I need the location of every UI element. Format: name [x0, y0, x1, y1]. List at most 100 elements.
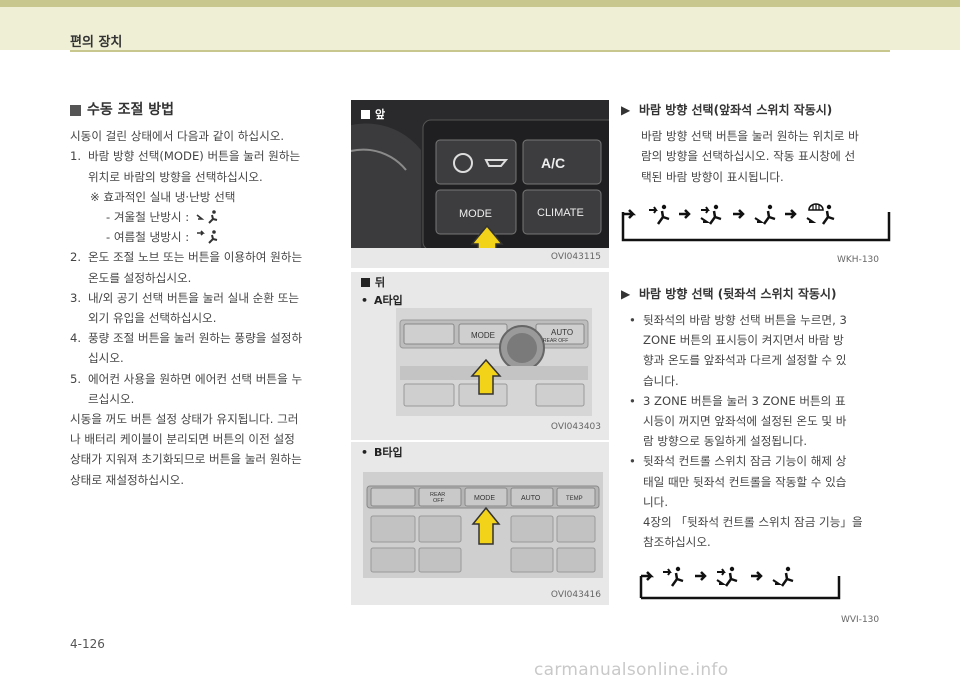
image-code: WVI-130 [841, 615, 880, 625]
image-code: WKH-130 [837, 255, 879, 265]
closing-line: 상태로 재설정하십시오. [70, 472, 185, 487]
step-number: 5. [70, 371, 82, 386]
rear-a-control-photo: MODE AUTO REAR OFF [396, 308, 592, 416]
step-line: 십시오. [88, 351, 124, 366]
rear-b-control-illustration: REAR OFF MODE AUTO TEMP [363, 472, 603, 578]
bullet-item: • 3 ZONE 버튼을 눌러 3 ZONE 버튼의 표 시등이 꺼지면 앞좌석… [621, 391, 891, 452]
rear-mode-title: ▶ 바람 방향 선택 (뒷좌석 스위치 작동시) [621, 284, 891, 304]
winter-tip: - 겨울철 난방시 : [70, 207, 342, 227]
front-control-photo: A/C MODE CLIMATE [351, 100, 609, 248]
closing-line: 상태가 지워져 초기화되므로 버튼을 눌러 원하는 [70, 452, 302, 467]
step-text: 내/외 공기 선택 버튼을 눌러 실내 순환 또는 외기 유입을 선택하십시오. [88, 288, 342, 328]
face-feet-vent-icon [716, 566, 738, 587]
rear-label: 뒤 [361, 274, 385, 290]
step-text: 온도 조절 노브 또는 버튼을 이용하여 원하는 온도를 설정하십시오. [88, 247, 342, 287]
front-mode-sequence-diagram [621, 203, 891, 242]
square-bullet-icon [361, 277, 370, 287]
step-line: 에어컨 사용을 원하면 에어컨 선택 버튼을 누 [88, 371, 303, 386]
bullet-line: 향과 온도를 앞좌석과 다르게 설정할 수 있 [643, 353, 847, 368]
step-line: 온도를 설정하십시오. [88, 270, 192, 285]
image-code: OVI043403 [550, 422, 601, 432]
front-mode-sequence [621, 200, 891, 245]
rear-mode-sequence [639, 564, 859, 604]
bullet-line: 4장의 「뒷좌석 컨트롤 스위치 잠금 기능」을 [643, 515, 863, 530]
type-b-label: • B타입 [361, 444, 403, 460]
rear-a-control-illustration: MODE AUTO REAR OFF [396, 308, 592, 416]
step-text: 바람 방향 선택(MODE) 버튼을 눌러 원하는 위치로 바람의 방향을 선택… [88, 146, 342, 186]
front-label-text: 앞 [375, 108, 386, 121]
header-rule [70, 50, 890, 52]
body-line: 택된 바람 방향이 표시됩니다. [641, 169, 784, 184]
step-line: 바람 방향 선택(MODE) 버튼을 눌러 원하는 [88, 149, 301, 164]
step-number: 2. [70, 250, 82, 265]
climate-button-label: CLIMATE [537, 207, 584, 219]
bullet-dot: • [629, 393, 636, 408]
body-line: 바람 방향 선택 버튼을 눌러 원하는 위치로 바 [641, 129, 859, 144]
summer-text: - 여름철 냉방시 : [106, 230, 190, 245]
seat-vent-face-icon [197, 230, 218, 245]
front-panel-figure: A/C MODE CLIMATE 앞 OVI043115 [351, 100, 609, 268]
face-vent-icon [649, 204, 670, 225]
bullet-line: 참조하십시오. [643, 535, 711, 550]
square-bullet-icon [361, 109, 370, 119]
rear-b-off-label: OFF [433, 498, 445, 504]
body-line: 람의 방향을 선택하십시오. 작동 표시창에 선 [641, 149, 856, 164]
step-number: 3. [70, 290, 82, 305]
bullet-line: 람 방향으로 동일하게 설정됩니다. [643, 434, 808, 449]
front-mode-title: ▶ 바람 방향 선택(앞좌석 스위치 작동시) [621, 100, 891, 120]
step-item: 1. 바람 방향 선택(MODE) 버튼을 눌러 원하는 위치로 바람의 방향을… [70, 146, 342, 186]
bullet-dot: • [361, 293, 369, 307]
header-accent [0, 0, 960, 7]
section-title: 편의 장치 [70, 35, 123, 50]
seat-vent-feet-icon [196, 210, 218, 224]
closing-line: 시동을 꺼도 버튼 설정 상태가 유지됩니다. 그러 [70, 412, 299, 427]
bullet-text: 뒷좌석의 바람 방향 선택 버튼을 누르면, 3 ZONE 버튼의 표시등이 켜… [643, 310, 891, 391]
step-line: 내/외 공기 선택 버튼을 눌러 실내 순환 또는 [88, 290, 300, 305]
page-number: 4-126 [70, 637, 105, 651]
step-line: 위치로 바람의 방향을 선택하십시오. [88, 169, 263, 184]
step-text: 에어컨 사용을 원하면 에어컨 선택 버튼을 누 르십시오. [88, 369, 342, 409]
summer-tip: - 여름철 냉방시 : [70, 227, 342, 247]
step-line: 르십시오. [88, 391, 135, 406]
feet-vent-icon [772, 566, 794, 587]
image-code: OVI043115 [550, 252, 601, 262]
bullet-dot: • [361, 445, 369, 459]
triangle-bullet-icon: ▶ [621, 287, 631, 301]
front-mode-title-text: 바람 방향 선택(앞좌석 스위치 작동시) [639, 103, 833, 117]
type-b-text: B타입 [374, 446, 403, 459]
rear-b-control-photo: REAR OFF MODE AUTO TEMP [363, 472, 603, 578]
up-arrow-indicator [470, 358, 502, 395]
step-number: 1. [70, 149, 82, 164]
bullet-dot: • [629, 313, 636, 327]
rear-mode-bullets: • 뒷좌석의 바람 방향 선택 버튼을 누르면, 3 ZONE 버튼의 표시등이… [621, 310, 891, 552]
face-vent-icon [663, 566, 684, 587]
header-bar [0, 0, 960, 50]
bullet-line: 시등이 꺼지면 앞좌석에 설정된 온도 및 바 [643, 414, 847, 429]
mode-button-label: MODE [459, 208, 492, 220]
triangle-bullet-icon: ▶ [621, 103, 631, 117]
bullet-text: 3 ZONE 버튼을 눌러 3 ZONE 버튼의 표 시등이 꺼지면 앞좌석에 … [643, 391, 891, 452]
rear-mode-sequence-diagram [639, 566, 841, 600]
bullet-line: 니다. [643, 494, 669, 509]
bullet-line: 3 ZONE 버튼을 눌러 3 ZONE 버튼의 표 [643, 393, 846, 408]
type-a-text: A타입 [374, 294, 403, 307]
step-text: 풍량 조절 버튼을 눌러 원하는 풍량을 설정하 십시오. [88, 328, 342, 368]
front-label: 앞 [361, 106, 385, 122]
up-arrow-indicator [471, 506, 501, 545]
bullet-line: 뒷좌석 컨트롤 스위치 잠금 기능이 해제 상 [643, 454, 847, 469]
rear-mode-label: MODE [471, 331, 495, 340]
bullet-item: • 뒷좌석의 바람 방향 선택 버튼을 누르면, 3 ZONE 버튼의 표시등이… [621, 310, 891, 391]
ac-button-label: A/C [541, 155, 565, 171]
step-line: 외기 유입을 선택하십시오. [88, 311, 217, 326]
watermark: carmanualsonline.info [534, 660, 729, 680]
tip-note: ※ 효과적인 실내 냉·난방 선택 [90, 189, 236, 204]
intro-text: 시동이 걸린 상태에서 다음과 같이 하십시오. [70, 129, 285, 144]
step-number: 4. [70, 331, 82, 346]
image-code: OVI043416 [550, 590, 601, 600]
manual-adjust-section: 수동 조절 방법 시동이 걸린 상태에서 다음과 같이 하십시오. 1. 바람 … [70, 100, 342, 490]
type-a-label: • A타입 [361, 292, 403, 308]
rear-auto-label: AUTO [551, 328, 573, 337]
rear-a-panel-figure: 뒤 • A타입 MODE AUTO REAR OFF OVI043403 [351, 272, 609, 440]
up-arrow-indicator [470, 224, 504, 248]
step-item: 5. 에어컨 사용을 원하면 에어컨 선택 버튼을 누 르십시오. [70, 369, 342, 409]
